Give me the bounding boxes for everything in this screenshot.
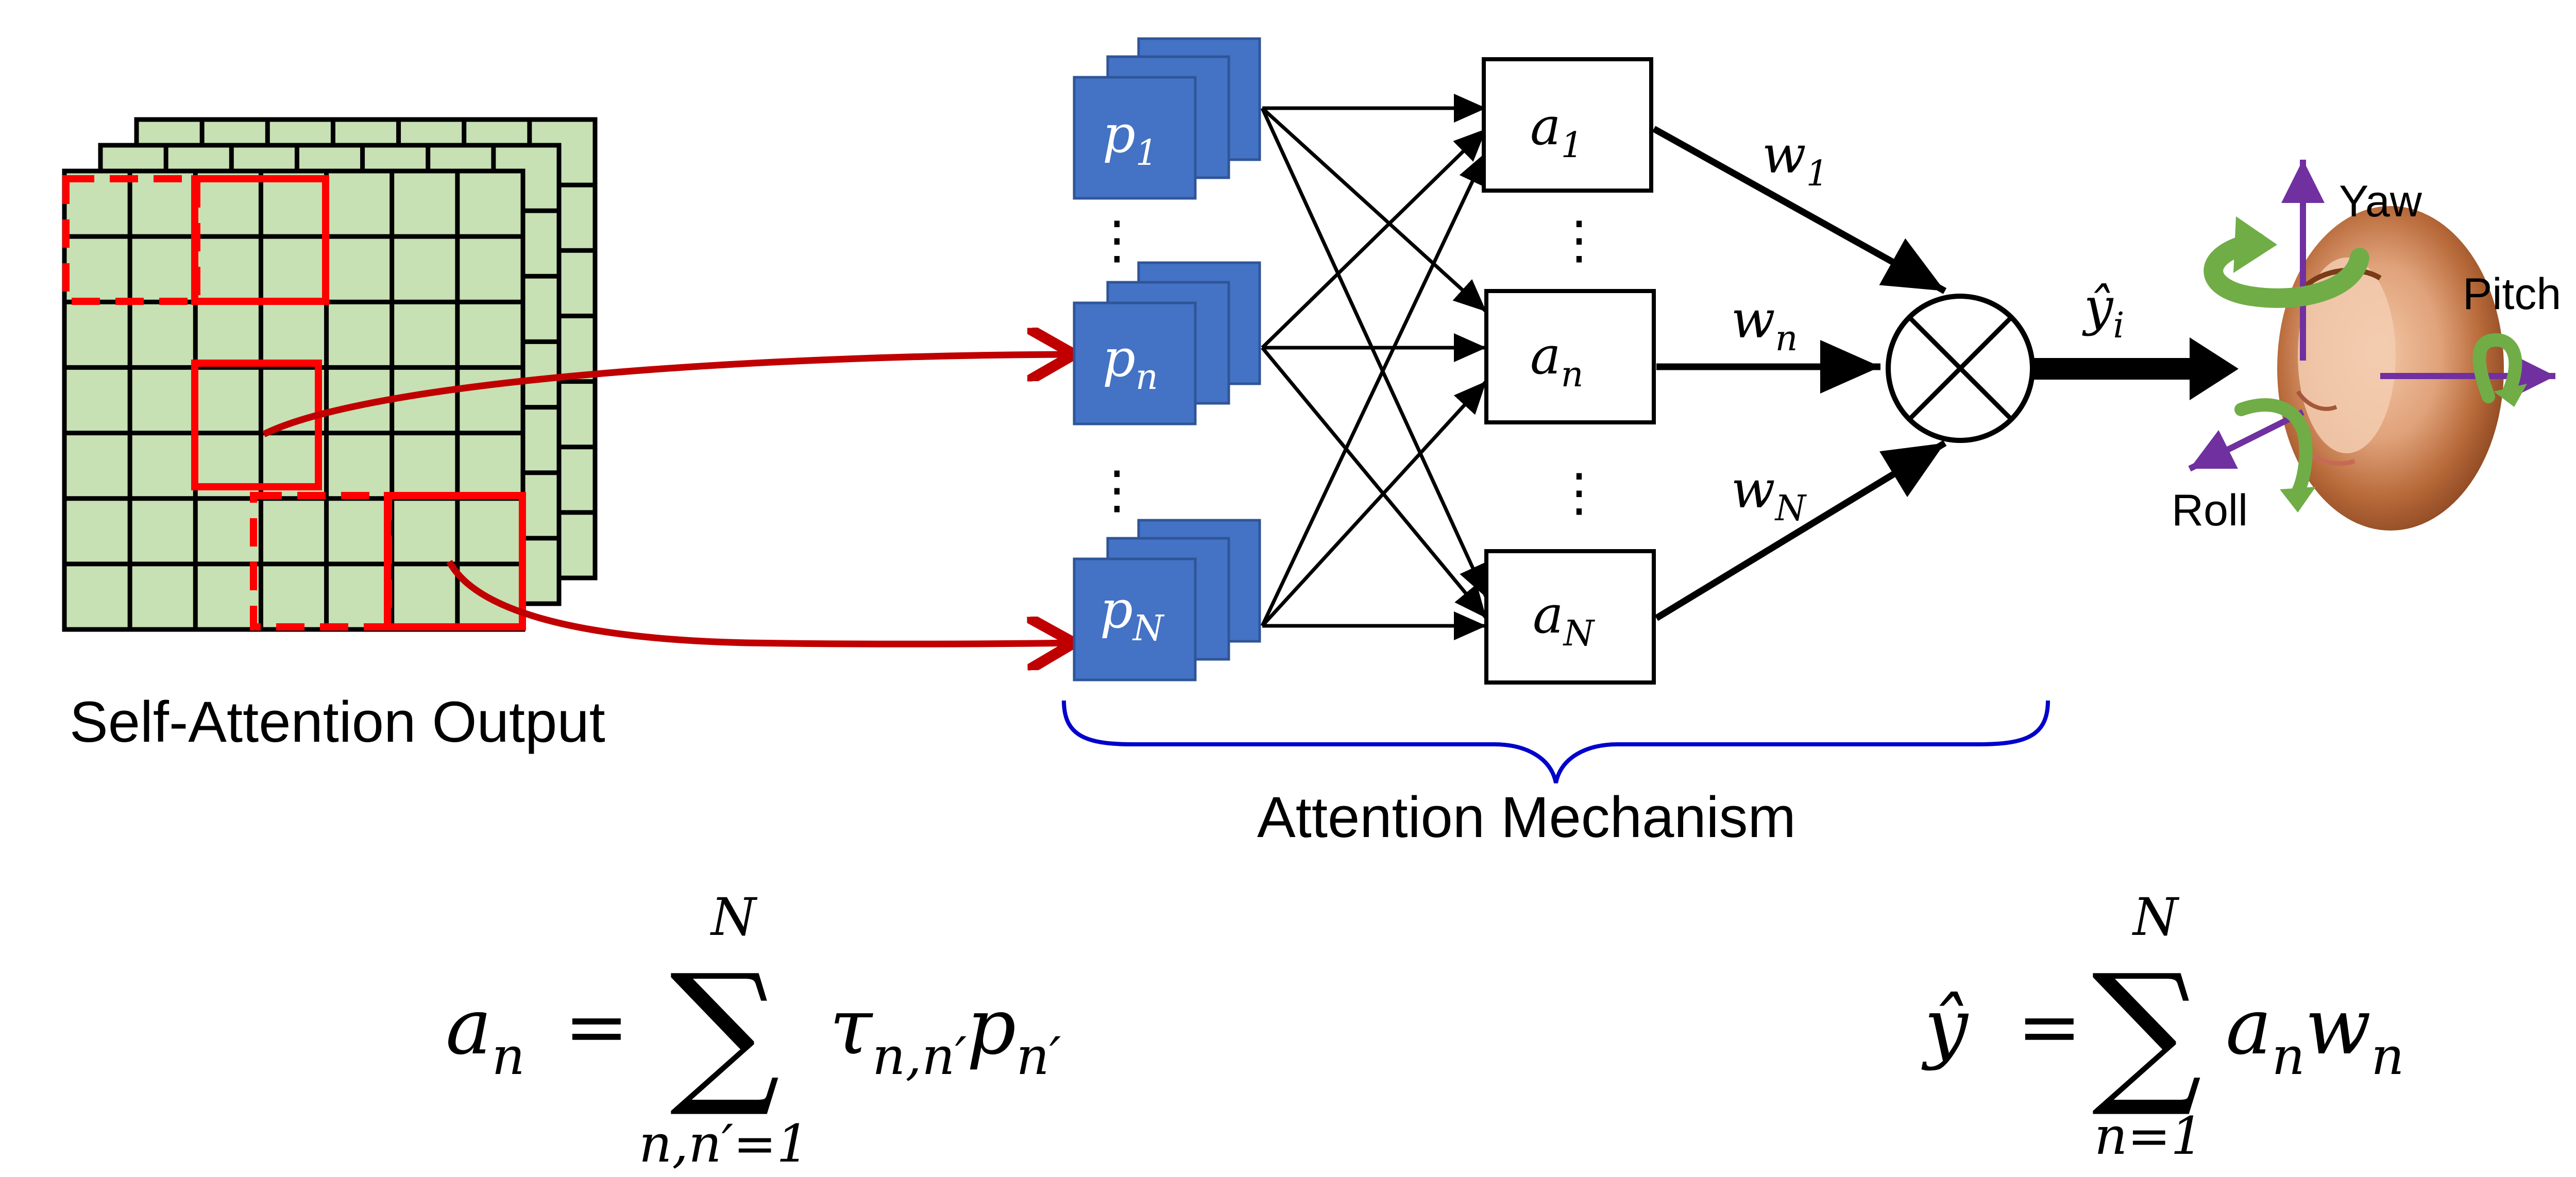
arrow-patch-to-pn	[262, 354, 1074, 437]
output-arrow	[2032, 337, 2239, 400]
pitch-rotation-icon	[2472, 333, 2527, 407]
attention-mechanism-label: Attention Mechanism	[1257, 785, 1796, 849]
weight-label-wn: wn	[1731, 289, 1798, 359]
attention-node-an: an	[1484, 289, 1656, 424]
svg-text:=: =	[564, 982, 629, 1072]
roll-rotation-icon	[2234, 398, 2316, 513]
svg-text:N: N	[710, 887, 758, 947]
feature-map-front	[62, 168, 526, 632]
patch-highlight-1	[191, 175, 329, 305]
patch-stack-p1: p1	[1073, 37, 1261, 200]
circled-times-icon	[1886, 294, 2035, 443]
arrow-patch-to-pN	[446, 559, 1074, 644]
ellipsis-p-lower: ⋮	[1091, 461, 1143, 519]
ellipsis-a-lower: ⋮	[1553, 464, 1605, 521]
ellipsis-a-upper: ⋮	[1553, 211, 1605, 269]
self-attention-output-label: Self-Attention Output	[70, 690, 605, 754]
feature-map-stack	[62, 117, 598, 632]
svg-text:=: =	[2017, 982, 2082, 1072]
patch-stack-pn: pn	[1073, 261, 1261, 425]
roll-label: Roll	[2172, 486, 2248, 535]
connection-arrows	[1260, 94, 1488, 640]
attention-mechanism-brace	[1062, 700, 2050, 783]
svg-text:pn: pn	[1103, 328, 1158, 398]
svg-text:a1: a1	[1530, 96, 1583, 166]
svg-text:an: an	[1530, 326, 1583, 395]
attention-node-aN: aN	[1484, 549, 1656, 685]
patch-stack-pN: pN	[1073, 519, 1261, 681]
svg-text:pN: pN	[1100, 579, 1165, 649]
output-label-yi: ŷi	[2082, 277, 2124, 346]
weight-label-w1: w1	[1762, 125, 1828, 194]
svg-text:n=1: n=1	[2094, 1106, 2204, 1166]
patch-highlight-n	[191, 360, 322, 490]
yaw-label: Yaw	[2339, 177, 2422, 226]
weight-label-wN: wN	[1731, 459, 1807, 529]
svg-text:τn,n′pn′: τn,n′pn′	[829, 982, 1061, 1086]
svg-text:anwn: anwn	[2226, 982, 2404, 1086]
svg-text:ŷ: ŷ	[1921, 982, 1969, 1072]
face-photo	[2277, 206, 2504, 531]
svg-text:p1: p1	[1103, 104, 1158, 174]
svg-text:∑: ∑	[670, 941, 780, 1121]
yaw-rotation-icon	[2204, 216, 2369, 308]
attention-node-a1: a1	[1482, 57, 1653, 193]
svg-text:∑: ∑	[2092, 941, 2202, 1121]
ellipsis-p-upper: ⋮	[1091, 211, 1143, 269]
pitch-label: Pitch	[2463, 269, 2561, 319]
weight-arrows	[1652, 126, 1947, 621]
svg-text:N: N	[2132, 887, 2180, 947]
svg-text:an: an	[446, 982, 525, 1086]
equation-left: an = ∑ N n,n′=1 τn,n′pn′	[446, 887, 1061, 1174]
svg-text:aN: aN	[1533, 585, 1596, 654]
equation-right: ŷ = ∑ N n=1 anwn	[1921, 887, 2404, 1166]
svg-text:n,n′=1: n,n′=1	[639, 1114, 809, 1174]
pose-axes	[2188, 160, 2555, 513]
patch-highlight-N	[384, 492, 526, 630]
